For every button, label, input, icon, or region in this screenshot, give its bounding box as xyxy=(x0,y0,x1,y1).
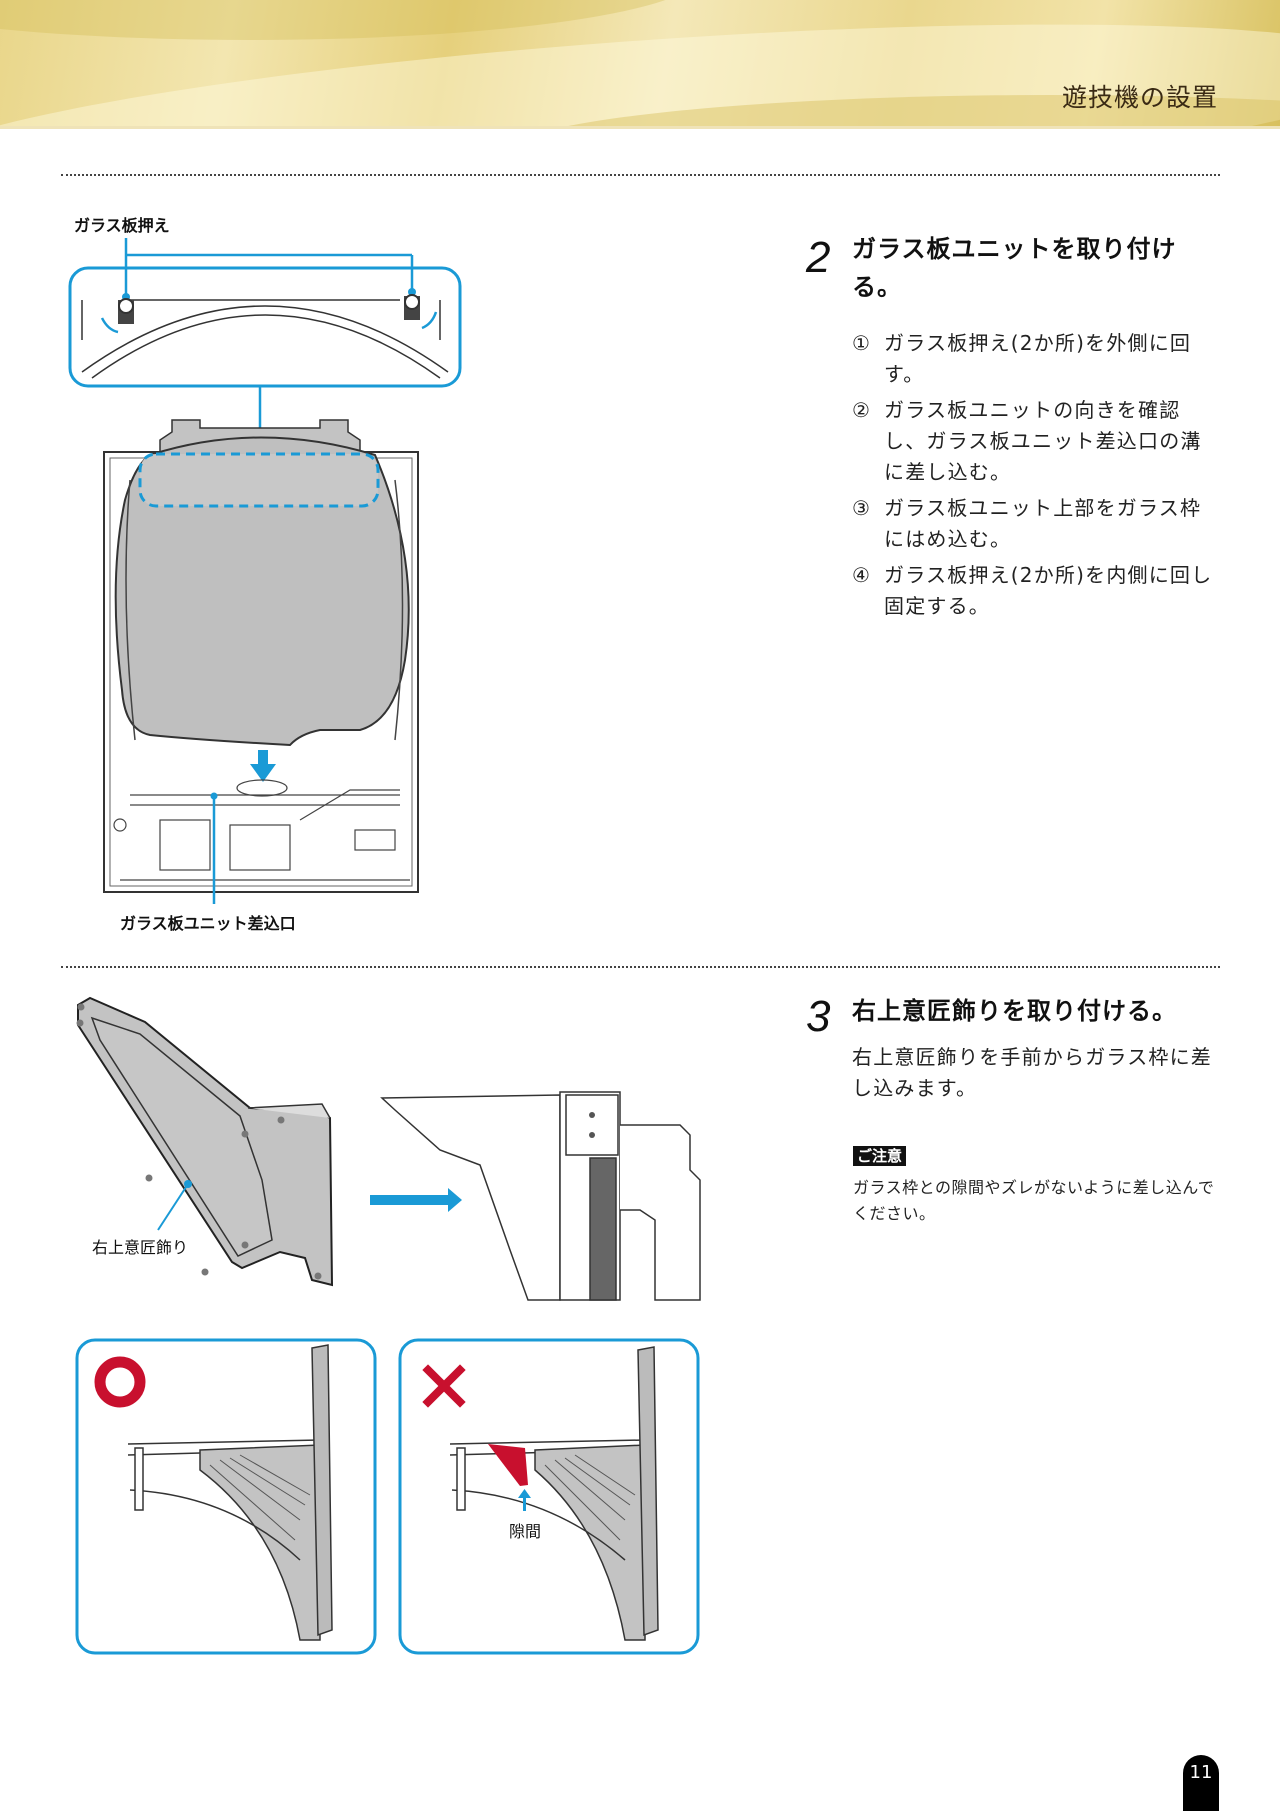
figure-label-gap: 隙間 xyxy=(509,1522,542,1541)
caution-text: ガラス枠との隙間やズレがないように差し込んでください。 xyxy=(853,1178,1215,1223)
step-number: 2 xyxy=(806,233,831,282)
step-title: ガラス板ユニットを取り付ける。 xyxy=(852,235,1177,301)
glass-unit-figure xyxy=(68,238,462,904)
step-description: 右上意匠飾りを手前からガラス枠に差し込みます。 xyxy=(852,1045,1212,1100)
section-title: 遊技機の設置 xyxy=(1061,83,1218,112)
header-divider xyxy=(0,126,1280,129)
decoration-part-figure xyxy=(75,996,701,1655)
section-divider-1 xyxy=(61,174,1220,176)
page-number: 11 xyxy=(1183,1755,1219,1811)
figure-label-glass-slot: ガラス板ユニット差込口 xyxy=(120,914,296,933)
page-header-band xyxy=(0,0,1280,128)
step-number: 3 xyxy=(806,992,831,1041)
caution-badge: ご注意 xyxy=(853,1146,907,1166)
figure-label-decoration: 右上意匠飾り xyxy=(92,1238,189,1257)
step-title: 右上意匠飾りを取り付ける。 xyxy=(852,997,1177,1025)
section-divider-2 xyxy=(61,966,1220,968)
figure-label-glass-holder: ガラス板押え xyxy=(74,216,170,235)
